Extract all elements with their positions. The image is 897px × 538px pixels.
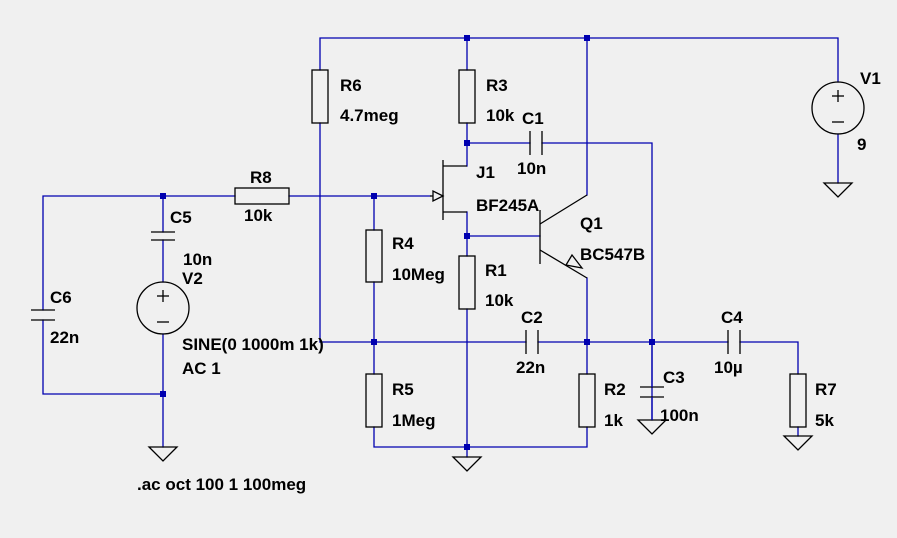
c1-name-label: C1 [522, 109, 544, 128]
junction-dot [371, 193, 377, 199]
ground-r7-symbol [782, 435, 814, 451]
v2-value-label: SINE(0 1000m 1k) [182, 335, 324, 354]
resistor-r4-body[interactable] [365, 229, 383, 283]
v1-name-label: V1 [860, 69, 881, 88]
c2-name-label: C2 [521, 308, 543, 327]
v2-name-label: V2 [182, 269, 203, 288]
q1-model-label: BC547B [580, 245, 645, 264]
resistor-r3-body[interactable] [458, 69, 476, 124]
junction-dot [371, 339, 377, 345]
resistor-r5-body[interactable] [365, 373, 383, 428]
wire-c1-right [541, 142, 653, 421]
c6-name-label: C6 [50, 288, 72, 307]
wire-c6-bottom [42, 319, 164, 395]
ground-main-symbol [451, 456, 483, 472]
capacitor-c5-symbol[interactable] [151, 231, 175, 241]
r2-name-label: R2 [604, 380, 626, 399]
v1-value-label: 9 [857, 135, 866, 154]
r4-name-label: R4 [392, 234, 414, 253]
labels: R6 4.7meg R3 10k C1 10n J1 BF245A Q1 BC5… [50, 69, 881, 494]
r5-value-label: 1Meg [392, 411, 435, 430]
resistor-r1-body[interactable] [458, 255, 476, 310]
r8-value-label: 10k [244, 206, 273, 225]
r1-value-label: 10k [485, 291, 514, 310]
junction-dot [464, 140, 470, 146]
capacitor-c4-symbol[interactable] [727, 330, 741, 354]
resistor-r6-body[interactable] [311, 69, 329, 124]
wire-c4-right [739, 341, 799, 375]
v2-ac-label: AC 1 [182, 359, 221, 378]
ground-v1-symbol [822, 182, 854, 198]
c3-value-label: 100n [660, 406, 699, 425]
capacitor-c6-symbol[interactable] [31, 309, 55, 321]
junction-dot [584, 35, 590, 41]
junction-dot [160, 391, 166, 397]
resistor-r8-body[interactable] [234, 187, 290, 205]
r2-value-label: 1k [604, 411, 623, 430]
voltage-source-v1-symbol[interactable] [811, 81, 865, 135]
c4-name-label: C4 [721, 308, 743, 327]
spice-directive[interactable]: .ac oct 100 1 100meg [137, 475, 306, 494]
component-bodies [31, 69, 865, 472]
c4-value-label: 10µ [714, 358, 743, 377]
junction-dot [464, 233, 470, 239]
c3-name-label: C3 [663, 368, 685, 387]
r6-value-label: 4.7meg [340, 106, 399, 125]
r3-value-label: 10k [486, 106, 515, 125]
c5-value-label: 10n [183, 250, 212, 269]
ground-v2-symbol [147, 446, 179, 462]
junctions [160, 35, 655, 450]
r7-value-label: 5k [815, 411, 834, 430]
r3-name-label: R3 [486, 76, 508, 95]
j1-model-label: BF245A [476, 196, 539, 215]
junction-dot [464, 35, 470, 41]
wire-c6-top [42, 195, 164, 311]
r7-name-label: R7 [815, 380, 837, 399]
junction-dot [584, 339, 590, 345]
r6-name-label: R6 [340, 76, 362, 95]
voltage-source-v2-symbol[interactable] [136, 281, 190, 335]
wires [42, 37, 839, 458]
q1-name-label: Q1 [580, 214, 603, 233]
npn-transistor-q1-symbol[interactable] [539, 194, 588, 279]
capacitor-c1-symbol[interactable] [529, 131, 543, 155]
j1-name-label: J1 [476, 163, 495, 182]
wire-ground-bus [373, 426, 588, 448]
c5-name-label: C5 [170, 208, 192, 227]
c6-value-label: 22n [50, 328, 79, 347]
capacitor-c2-symbol[interactable] [525, 330, 539, 354]
resistor-r7-body[interactable] [789, 373, 807, 428]
r8-name-label: R8 [250, 168, 272, 187]
jfet-j1-symbol[interactable] [430, 160, 467, 220]
r5-name-label: R5 [392, 380, 414, 399]
wire-top-rail [319, 37, 839, 83]
junction-dot [160, 193, 166, 199]
junction-dot [464, 444, 470, 450]
r1-name-label: R1 [485, 261, 507, 280]
r4-value-label: 10Meg [392, 265, 445, 284]
resistor-r2-body[interactable] [578, 373, 596, 428]
c1-value-label: 10n [517, 159, 546, 178]
c2-value-label: 22n [516, 358, 545, 377]
